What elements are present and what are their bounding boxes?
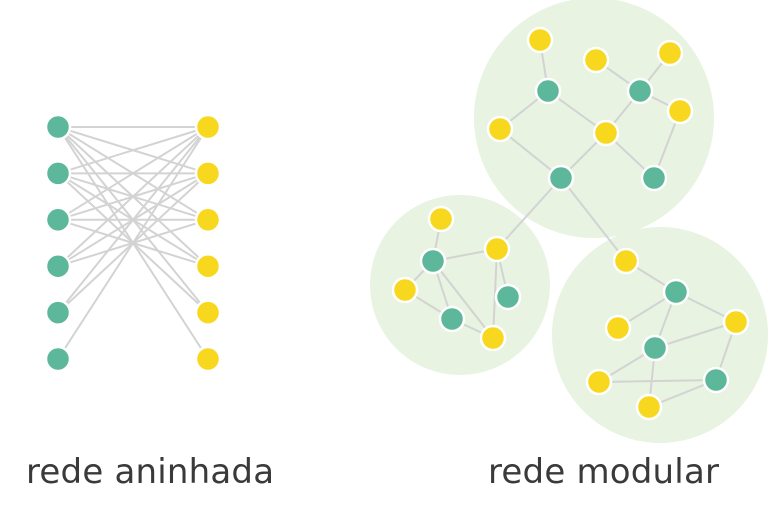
green-node bbox=[44, 252, 72, 280]
modular-network-caption: rede modular bbox=[488, 452, 720, 492]
nested-edge bbox=[57, 126, 209, 175]
nested-edges bbox=[57, 126, 209, 360]
green-node bbox=[419, 247, 447, 275]
yellow-node bbox=[612, 247, 640, 275]
modular-edge bbox=[432, 260, 494, 339]
green-node bbox=[438, 305, 466, 333]
yellow-node bbox=[486, 115, 514, 143]
green-node bbox=[44, 299, 72, 326]
yellow-node bbox=[722, 308, 750, 336]
yellow-node bbox=[194, 113, 222, 141]
nested-network bbox=[44, 113, 222, 373]
green-node bbox=[662, 278, 690, 306]
modular-edge bbox=[598, 379, 717, 383]
yellow-node bbox=[526, 26, 554, 54]
green-node bbox=[547, 164, 575, 192]
green-node bbox=[44, 345, 72, 373]
modular-edge bbox=[496, 177, 562, 250]
yellow-node bbox=[194, 252, 222, 280]
nested-edge bbox=[57, 126, 209, 267]
modular-network bbox=[370, 0, 768, 443]
modular-edge bbox=[560, 177, 627, 262]
yellow-node bbox=[194, 299, 222, 326]
yellow-node bbox=[479, 324, 507, 352]
yellow-node bbox=[666, 97, 694, 125]
yellow-node bbox=[656, 39, 684, 67]
yellow-node bbox=[427, 205, 455, 233]
green-node bbox=[702, 366, 730, 394]
yellow-node bbox=[194, 206, 222, 234]
nested-network-caption: rede aninhada bbox=[26, 452, 275, 492]
green-node bbox=[534, 77, 562, 105]
green-node bbox=[494, 283, 522, 311]
yellow-node bbox=[592, 119, 620, 147]
modular-edge bbox=[654, 321, 737, 349]
yellow-node bbox=[604, 314, 632, 342]
yellow-node bbox=[582, 46, 610, 74]
yellow-node bbox=[194, 345, 222, 373]
green-node bbox=[641, 334, 669, 362]
green-node bbox=[44, 113, 72, 141]
modular-edge bbox=[492, 248, 498, 339]
yellow-node bbox=[194, 160, 222, 187]
yellow-node bbox=[483, 235, 511, 263]
nested-edge bbox=[57, 126, 209, 360]
green-node bbox=[44, 160, 72, 187]
green-node bbox=[640, 164, 668, 192]
yellow-node bbox=[635, 393, 663, 421]
green-node bbox=[44, 206, 72, 234]
nested-edge bbox=[57, 126, 209, 314]
yellow-node bbox=[391, 276, 419, 304]
green-node bbox=[626, 77, 654, 105]
yellow-node bbox=[585, 368, 613, 396]
nested-edge bbox=[57, 126, 209, 221]
